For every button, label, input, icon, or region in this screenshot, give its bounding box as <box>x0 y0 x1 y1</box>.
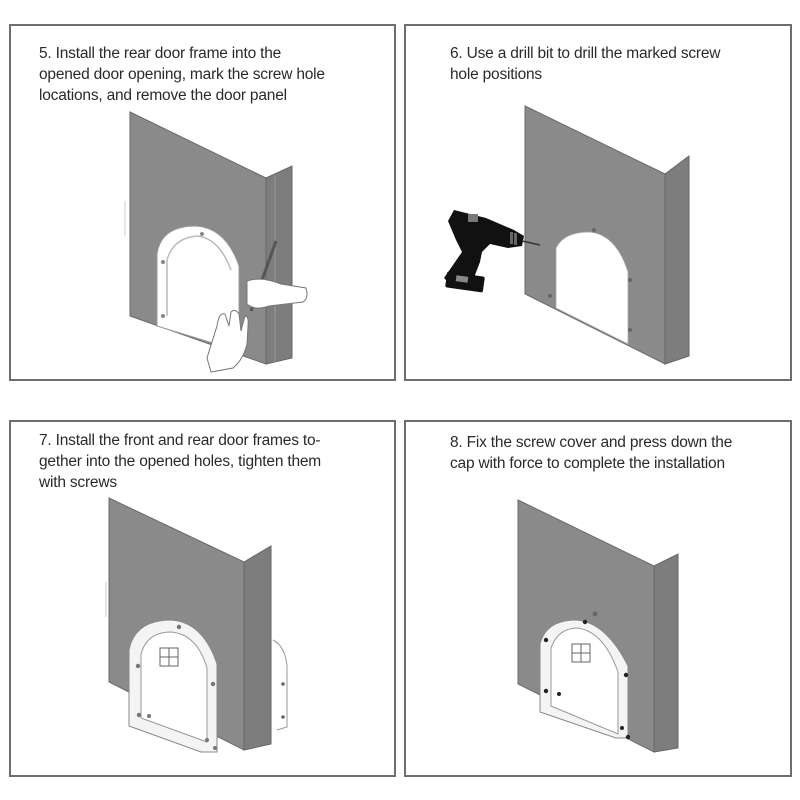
step-8-line-2: cap with force to complete the installat… <box>450 455 725 472</box>
step-7-line-3: with screws <box>39 474 117 491</box>
step-5-line-2: opened door opening, mark the screw hole <box>39 66 325 83</box>
step-5-caption: 5. Install the rear door frame into the … <box>39 43 384 106</box>
step-7-line-1: 7. Install the front and rear door frame… <box>39 432 321 449</box>
wall-with-pet-door-and-rear-frame-icon <box>105 497 288 753</box>
step-7-panel: 7. Install the front and rear door frame… <box>9 420 396 777</box>
step-8-caption: 8. Fix the screw cover and press down th… <box>450 432 785 474</box>
wall-with-installed-pet-door-icon <box>517 499 679 753</box>
step-7-caption: 7. Install the front and rear door frame… <box>39 430 384 493</box>
step-6-line-2: hole positions <box>450 66 542 83</box>
step-5-line-3: locations, and remove the door panel <box>39 87 287 104</box>
wall-with-door-frame-hand-marking-with-pencil-icon <box>124 111 308 373</box>
step-8-line-1: 8. Fix the screw cover and press down th… <box>450 434 733 451</box>
wall-opening-with-power-drill-icon <box>444 105 690 365</box>
step-7-line-2: gether into the opened holes, tighten th… <box>39 453 322 470</box>
step-6-panel: 6. Use a drill bit to drill the marked s… <box>404 24 792 381</box>
step-6-caption: 6. Use a drill bit to drill the marked s… <box>450 43 785 85</box>
step-6-line-1: 6. Use a drill bit to drill the marked s… <box>450 45 721 62</box>
step-5-line-1: 5. Install the rear door frame into the <box>39 45 282 62</box>
drill-icon <box>444 210 541 293</box>
step-5-panel: 5. Install the rear door frame into the … <box>9 24 396 381</box>
step-8-panel: 8. Fix the screw cover and press down th… <box>404 420 792 777</box>
